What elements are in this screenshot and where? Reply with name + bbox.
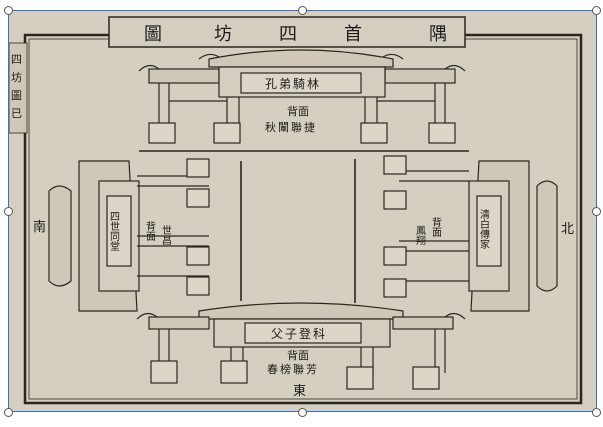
- resize-handle-bottom-right[interactable]: [592, 408, 601, 417]
- south-back-label: 背面: [287, 348, 309, 362]
- side-note-1: 四: [11, 53, 22, 66]
- side-note-2: 坊: [11, 70, 22, 84]
- south-back-plaque: 春榜聯芳: [267, 362, 319, 376]
- resize-handle-top-left[interactable]: [4, 6, 13, 15]
- east-plaque: 清白傳家: [478, 208, 490, 249]
- north-gate: [138, 49, 469, 152]
- north-plaque: 孔弟騎林: [265, 77, 321, 91]
- title-char-2: 坊: [214, 24, 232, 45]
- title-band: [108, 16, 466, 48]
- west-plaque: 四世同堂: [108, 211, 120, 251]
- title-char-3: 四: [279, 24, 297, 45]
- west-compass: 南: [33, 219, 46, 235]
- east-compass: 北: [561, 222, 574, 237]
- south-plaque: 父子登科: [271, 326, 327, 341]
- east-back-plaque: 鳳翔: [414, 225, 426, 246]
- north-back-plaque: 秋闈聯捷: [265, 120, 317, 134]
- side-note-3: 圖: [11, 89, 22, 102]
- south-gate: [136, 302, 466, 390]
- resize-handle-middle-left[interactable]: [4, 207, 13, 216]
- resize-handle-top-center[interactable]: [298, 6, 307, 15]
- side-note-4: 已: [11, 107, 22, 120]
- north-back-label: 背面: [287, 104, 309, 118]
- east-back-label: 背面: [430, 216, 442, 238]
- resize-handle-middle-right[interactable]: [592, 207, 601, 216]
- title-char-5: 隅: [429, 24, 447, 45]
- west-gate: [48, 158, 242, 312]
- resize-handle-top-right[interactable]: [592, 6, 601, 15]
- resize-handle-bottom-left[interactable]: [4, 408, 13, 417]
- south-compass: 東: [293, 383, 306, 399]
- west-back-label: 背面: [144, 220, 156, 242]
- resize-handle-bottom-center[interactable]: [298, 408, 307, 417]
- east-gate: [354, 155, 558, 312]
- title-char-4: 首: [344, 24, 362, 45]
- woodblock-print-photo[interactable]: 圖 坊 四 首 隅 四 坊 圖 已: [8, 10, 597, 412]
- title-char-1: 圖: [144, 24, 162, 45]
- four-gates-diagram: 圖 坊 四 首 隅 四 坊 圖 已: [8, 11, 596, 411]
- west-back-plaque: 世昌: [160, 225, 172, 246]
